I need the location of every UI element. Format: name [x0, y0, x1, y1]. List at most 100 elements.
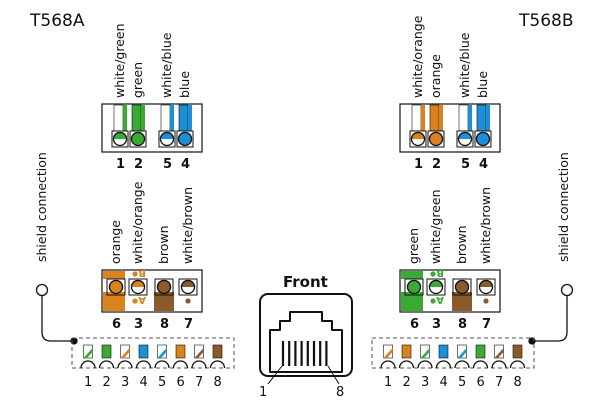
wire-stripe — [170, 105, 174, 138]
pin-number: 4 — [440, 375, 448, 390]
marker-a-dot — [430, 298, 436, 304]
wire-color-label: white/brown — [478, 187, 493, 264]
contact-slot — [426, 278, 446, 296]
pin-number: 2 — [103, 375, 111, 390]
wire-color-label: green — [130, 62, 145, 98]
pin-wire — [101, 344, 112, 359]
wire-color-label: white/green — [112, 23, 127, 98]
pin-stripe — [83, 348, 93, 358]
jack-pin-last-label: 8 — [336, 385, 344, 400]
pin-number: 8 — [514, 375, 522, 390]
jack-contacts — [281, 341, 328, 366]
contact-half — [130, 131, 146, 140]
pin: 8 — [509, 344, 526, 390]
pin-contact-arc — [135, 360, 152, 369]
wire-number: 7 — [482, 317, 491, 332]
pin: 5 — [154, 344, 170, 390]
wire-color-label: white/brown — [180, 187, 195, 264]
wire-number: 4 — [181, 157, 190, 172]
contact-slot — [154, 278, 174, 296]
wire-number: 5 — [163, 157, 172, 172]
pin-number: 1 — [84, 375, 92, 390]
contact-half — [156, 279, 172, 288]
pin-contact-arc — [472, 360, 489, 369]
wire-insulation — [154, 292, 174, 311]
wire-stripe — [486, 105, 490, 138]
pin-stripe — [457, 348, 467, 358]
contact-half — [130, 279, 146, 288]
wire-stripe — [103, 292, 125, 311]
pin: 7 — [491, 344, 507, 390]
pin: 2 — [98, 344, 115, 390]
pin: 1 — [80, 344, 96, 390]
wire-stripe — [401, 292, 423, 311]
pin-contact-arc — [380, 360, 396, 369]
pin-stripe — [494, 348, 504, 358]
marker-b-label: B — [436, 267, 444, 278]
pin-row-frame — [371, 337, 535, 369]
wire-number: 2 — [134, 157, 143, 172]
contact-slot — [106, 278, 126, 296]
wire-stripe — [141, 105, 145, 138]
contact-half — [478, 279, 494, 288]
marker-b-dot — [132, 271, 138, 277]
contact-half — [428, 279, 444, 288]
pin-contact-arc — [80, 360, 96, 369]
pin-stripe — [194, 348, 204, 358]
pin-wire — [138, 344, 149, 359]
marker-a-label: A — [436, 294, 444, 305]
wire-color-label: blue — [177, 71, 192, 98]
pin: 6 — [172, 344, 189, 390]
pin-number: 5 — [458, 375, 466, 390]
contact-slot — [178, 278, 198, 296]
contact-half — [475, 131, 491, 140]
wire-stripe — [468, 105, 472, 138]
wire-number: 8 — [458, 317, 467, 332]
t568a-title: T568A — [29, 11, 85, 31]
wire-color-label: brown — [156, 225, 171, 264]
marker-a-dot — [132, 298, 138, 304]
left-shield-wire — [35, 283, 78, 345]
marker-b-label: B — [138, 267, 146, 278]
pin-number: 4 — [140, 375, 148, 390]
contact-half — [410, 131, 426, 140]
pin: 1 — [380, 344, 396, 390]
wire-stripe — [421, 105, 425, 138]
pin-contact-arc — [454, 360, 470, 369]
jack-front-label: Front — [283, 273, 328, 291]
marker-b-dot — [430, 271, 436, 277]
pin-number: 3 — [421, 375, 429, 390]
wire-number: 7 — [184, 317, 193, 332]
pin: 5 — [454, 344, 470, 390]
wire-number: 4 — [479, 157, 488, 172]
contact-half — [457, 131, 473, 140]
wire-color-label: white/orange — [410, 15, 425, 98]
marker-a-label: A — [138, 294, 146, 305]
contact-half — [454, 279, 470, 288]
terminal-wire: green 2 — [129, 62, 147, 172]
pin-contact-arc — [509, 360, 526, 369]
pin-wire — [438, 344, 449, 359]
contact-half — [108, 279, 124, 288]
pin-stripe — [383, 348, 393, 358]
contact-half — [112, 131, 128, 140]
pin-number: 7 — [495, 375, 503, 390]
wire-stripe — [188, 105, 192, 138]
pin-wire — [512, 344, 523, 359]
pin-number: 3 — [121, 375, 129, 390]
pin-contact-arc — [154, 360, 170, 369]
wire-number: 6 — [112, 317, 121, 332]
